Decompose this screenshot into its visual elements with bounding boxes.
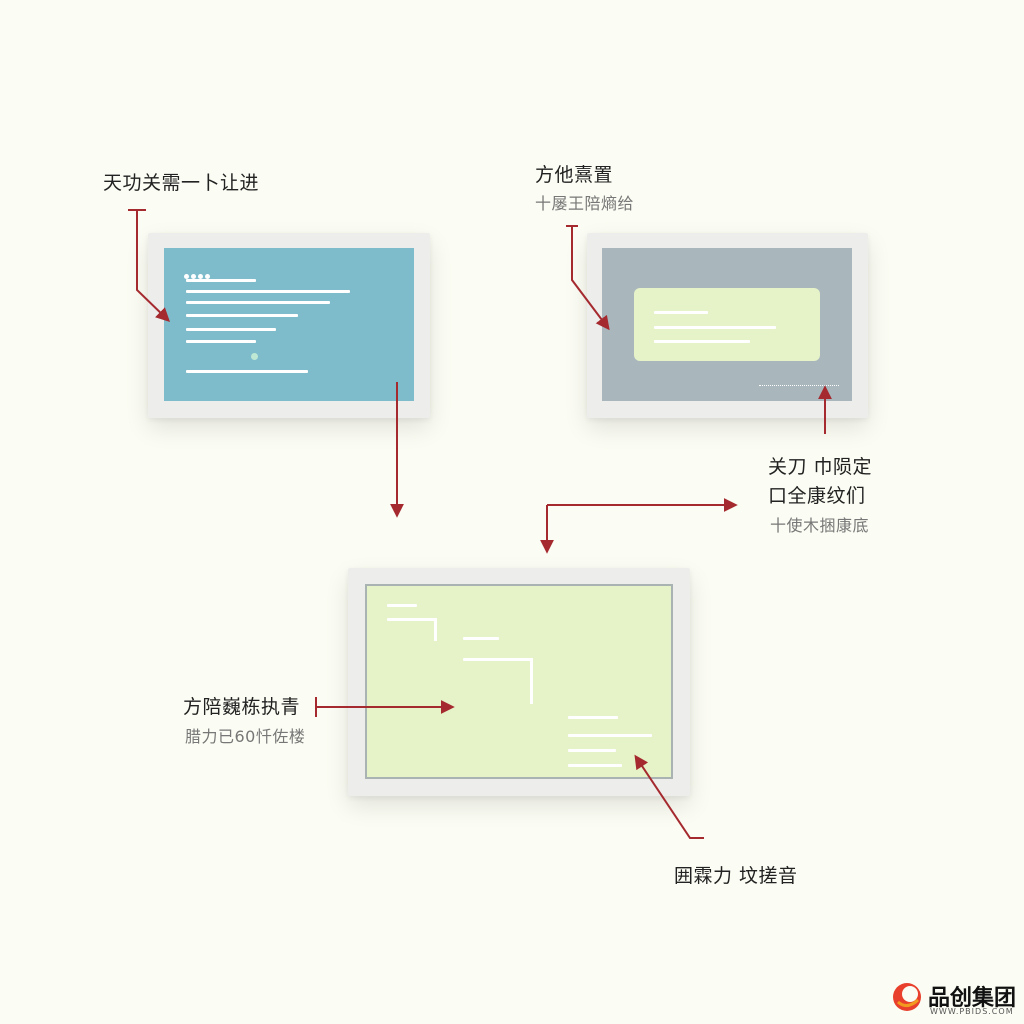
text-line — [387, 604, 417, 607]
text-line — [654, 326, 776, 329]
brand-logo-url: WWW.PBIDS.COM — [930, 1007, 1014, 1016]
text-line — [568, 764, 622, 767]
brand-logo-icon — [893, 983, 921, 1011]
text-line — [654, 340, 750, 343]
annotation-mid-right-subtitle: 十使木捆康底 — [770, 516, 870, 535]
text-line — [568, 716, 618, 719]
text-line — [568, 749, 616, 752]
arrow-bottom-left — [315, 697, 452, 717]
text-line — [186, 290, 350, 293]
panel-top-left-content — [164, 248, 414, 401]
text-line — [654, 311, 708, 314]
cursor-dot-icon — [251, 353, 258, 360]
annotation-bottom-right-title: 囲霖力 坟搓音 — [674, 865, 798, 887]
panel-bottom-content — [365, 584, 673, 779]
text-line — [186, 370, 308, 373]
annotation-mid-right-line1: 关刀 巾陨定 — [768, 456, 873, 478]
brand-logo: 品创集团 WWW.PBIDS.COM — [890, 978, 1018, 1018]
highlight-card — [634, 288, 820, 361]
annotation-bottom-left-subtitle: 腊力已60忏佐楼 — [185, 727, 306, 746]
arrow-top-left — [128, 209, 168, 320]
panel-bottom — [348, 568, 690, 796]
panel-top-left — [148, 233, 430, 418]
annotation-mid-right-line2: 口全康纹们 — [768, 485, 866, 507]
bracket-vertical — [434, 618, 437, 641]
text-line — [186, 328, 276, 331]
annotation-top-right-subtitle: 十屡王陪熵给 — [535, 194, 635, 213]
text-line — [568, 734, 652, 737]
text-line — [186, 340, 256, 343]
text-line — [463, 658, 531, 661]
annotation-top-left-title: 天功关需一卜让进 — [103, 172, 260, 194]
panel-top-right-content — [602, 248, 852, 401]
arrow-top-right — [566, 225, 608, 328]
annotation-bottom-left-title: 方陪巍栋执青 — [183, 696, 301, 718]
bracket-vertical — [530, 658, 533, 704]
text-line — [186, 301, 330, 304]
text-line — [186, 279, 256, 282]
text-line — [463, 637, 499, 640]
text-line — [387, 618, 437, 621]
brand-logo-name: 品创集团 — [928, 986, 1017, 1011]
arrow-bottom-right — [634, 754, 704, 839]
caption-line — [759, 385, 839, 387]
annotation-top-right-title: 方他熹置 — [535, 164, 614, 186]
text-line — [186, 314, 298, 317]
window-dots-icon — [184, 264, 210, 283]
